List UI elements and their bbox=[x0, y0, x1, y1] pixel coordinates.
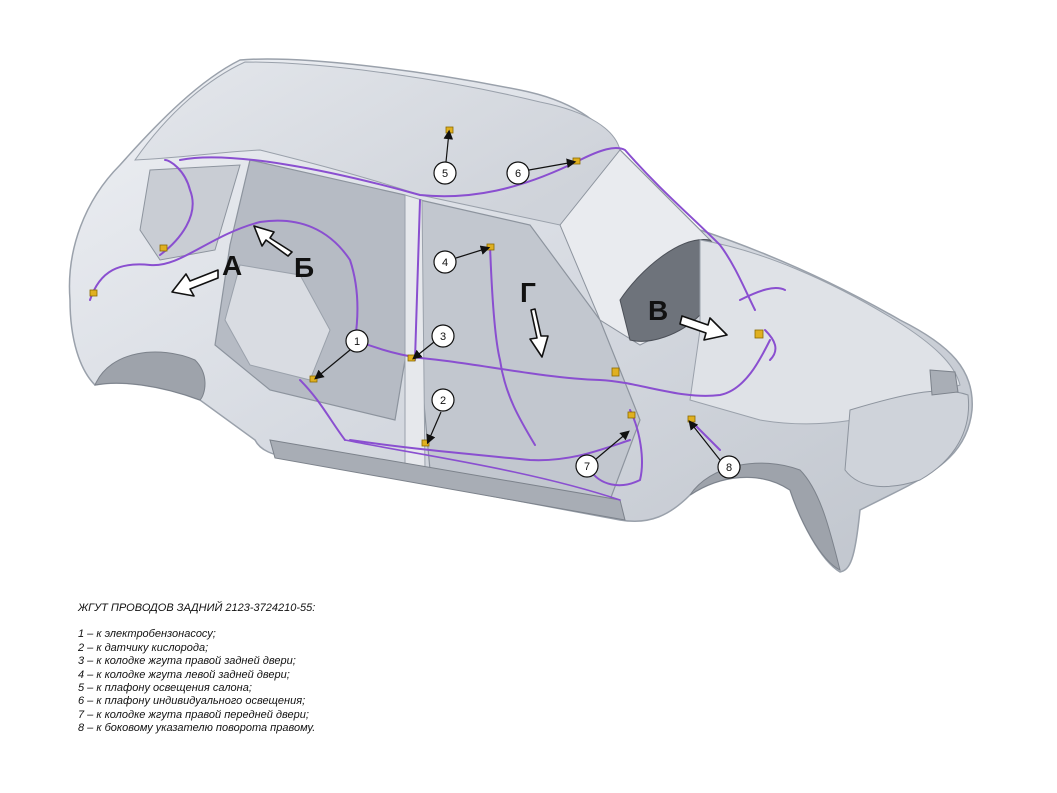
harness-pillar bbox=[414, 199, 421, 361]
view-letter-v: В bbox=[648, 295, 668, 326]
callout-8: 8 bbox=[688, 420, 741, 479]
connector bbox=[309, 375, 318, 383]
view-arrow-b bbox=[253, 225, 293, 257]
callout-6: 6 bbox=[506, 158, 577, 185]
legend-item: 5 – к плафону освещения салона; bbox=[78, 682, 252, 695]
callout-4: 4 bbox=[433, 245, 491, 274]
connector bbox=[627, 411, 636, 419]
legend-item: 4 – к колодке жгута левой задней двери; bbox=[78, 668, 290, 681]
view-letter-g: Г bbox=[520, 277, 536, 308]
harness-floor bbox=[349, 439, 631, 462]
legend-item: 1 – к электробензонасосу; bbox=[78, 628, 216, 641]
callout-number: 3 bbox=[440, 331, 446, 343]
legend-item: 3 – к колодке жгута правой задней двери; bbox=[78, 655, 296, 668]
harness-side bbox=[299, 379, 346, 441]
callout-number: 5 bbox=[442, 168, 448, 180]
view-arrow-g bbox=[529, 308, 549, 358]
connector bbox=[611, 367, 620, 377]
callout-number: 4 bbox=[442, 257, 448, 269]
callout-number: 2 bbox=[440, 395, 446, 407]
hood bbox=[689, 239, 961, 425]
legend-item: 7 – к колодке жгута правой передней двер… bbox=[78, 708, 309, 721]
legend-title: ЖГУТ ПРОВОДОВ ЗАДНИЙ 2123-3724210-55: bbox=[78, 602, 316, 614]
connector bbox=[89, 289, 98, 297]
callout-number: 7 bbox=[584, 461, 590, 473]
callout-number: 1 bbox=[354, 336, 360, 348]
legend-item: 8 – к боковому указателю поворота правом… bbox=[78, 722, 316, 735]
callout-1: 1 bbox=[314, 329, 369, 380]
callout-3: 3 bbox=[412, 324, 455, 360]
legend-item: 6 – к плафону индивидуального освещения; bbox=[78, 695, 306, 708]
connector bbox=[572, 157, 581, 165]
view-letter-a: А bbox=[222, 250, 242, 281]
connector bbox=[687, 415, 696, 423]
view-letter-b: Б bbox=[294, 252, 314, 283]
front-wheel-arch bbox=[689, 462, 841, 571]
callout-7: 7 bbox=[575, 430, 630, 478]
connector bbox=[486, 243, 495, 251]
legend: ЖГУТ ПРОВОДОВ ЗАДНИЙ 2123-3724210-55: 1 … bbox=[78, 602, 678, 736]
callout-number: 6 bbox=[515, 168, 521, 180]
callout-5: 5 bbox=[433, 129, 457, 185]
harness-main-rear bbox=[89, 219, 359, 341]
view-arrow-v bbox=[679, 315, 728, 341]
harness-front-door bbox=[589, 409, 643, 487]
view-arrow-a bbox=[171, 269, 219, 297]
front-bumper bbox=[844, 390, 970, 488]
legend-item: 2 – к датчику кислорода; bbox=[78, 641, 209, 654]
harness-engine bbox=[739, 287, 786, 361]
connector bbox=[407, 354, 416, 362]
rear-wheel-arch bbox=[94, 351, 206, 401]
callout-2: 2 bbox=[426, 388, 455, 445]
vehicle-harness-diagram: 1 2 3 4 5 6 7 8 А Б bbox=[68, 58, 973, 573]
harness-b-pillar bbox=[489, 244, 536, 446]
sill bbox=[269, 439, 626, 521]
harness-rear-loop bbox=[159, 159, 194, 256]
roof bbox=[134, 61, 621, 226]
harness-sill-run bbox=[344, 439, 621, 501]
callout-number: 8 bbox=[726, 462, 732, 474]
connector bbox=[159, 244, 168, 252]
connector bbox=[754, 329, 764, 339]
car-body bbox=[68, 58, 973, 573]
headlight bbox=[929, 369, 959, 396]
